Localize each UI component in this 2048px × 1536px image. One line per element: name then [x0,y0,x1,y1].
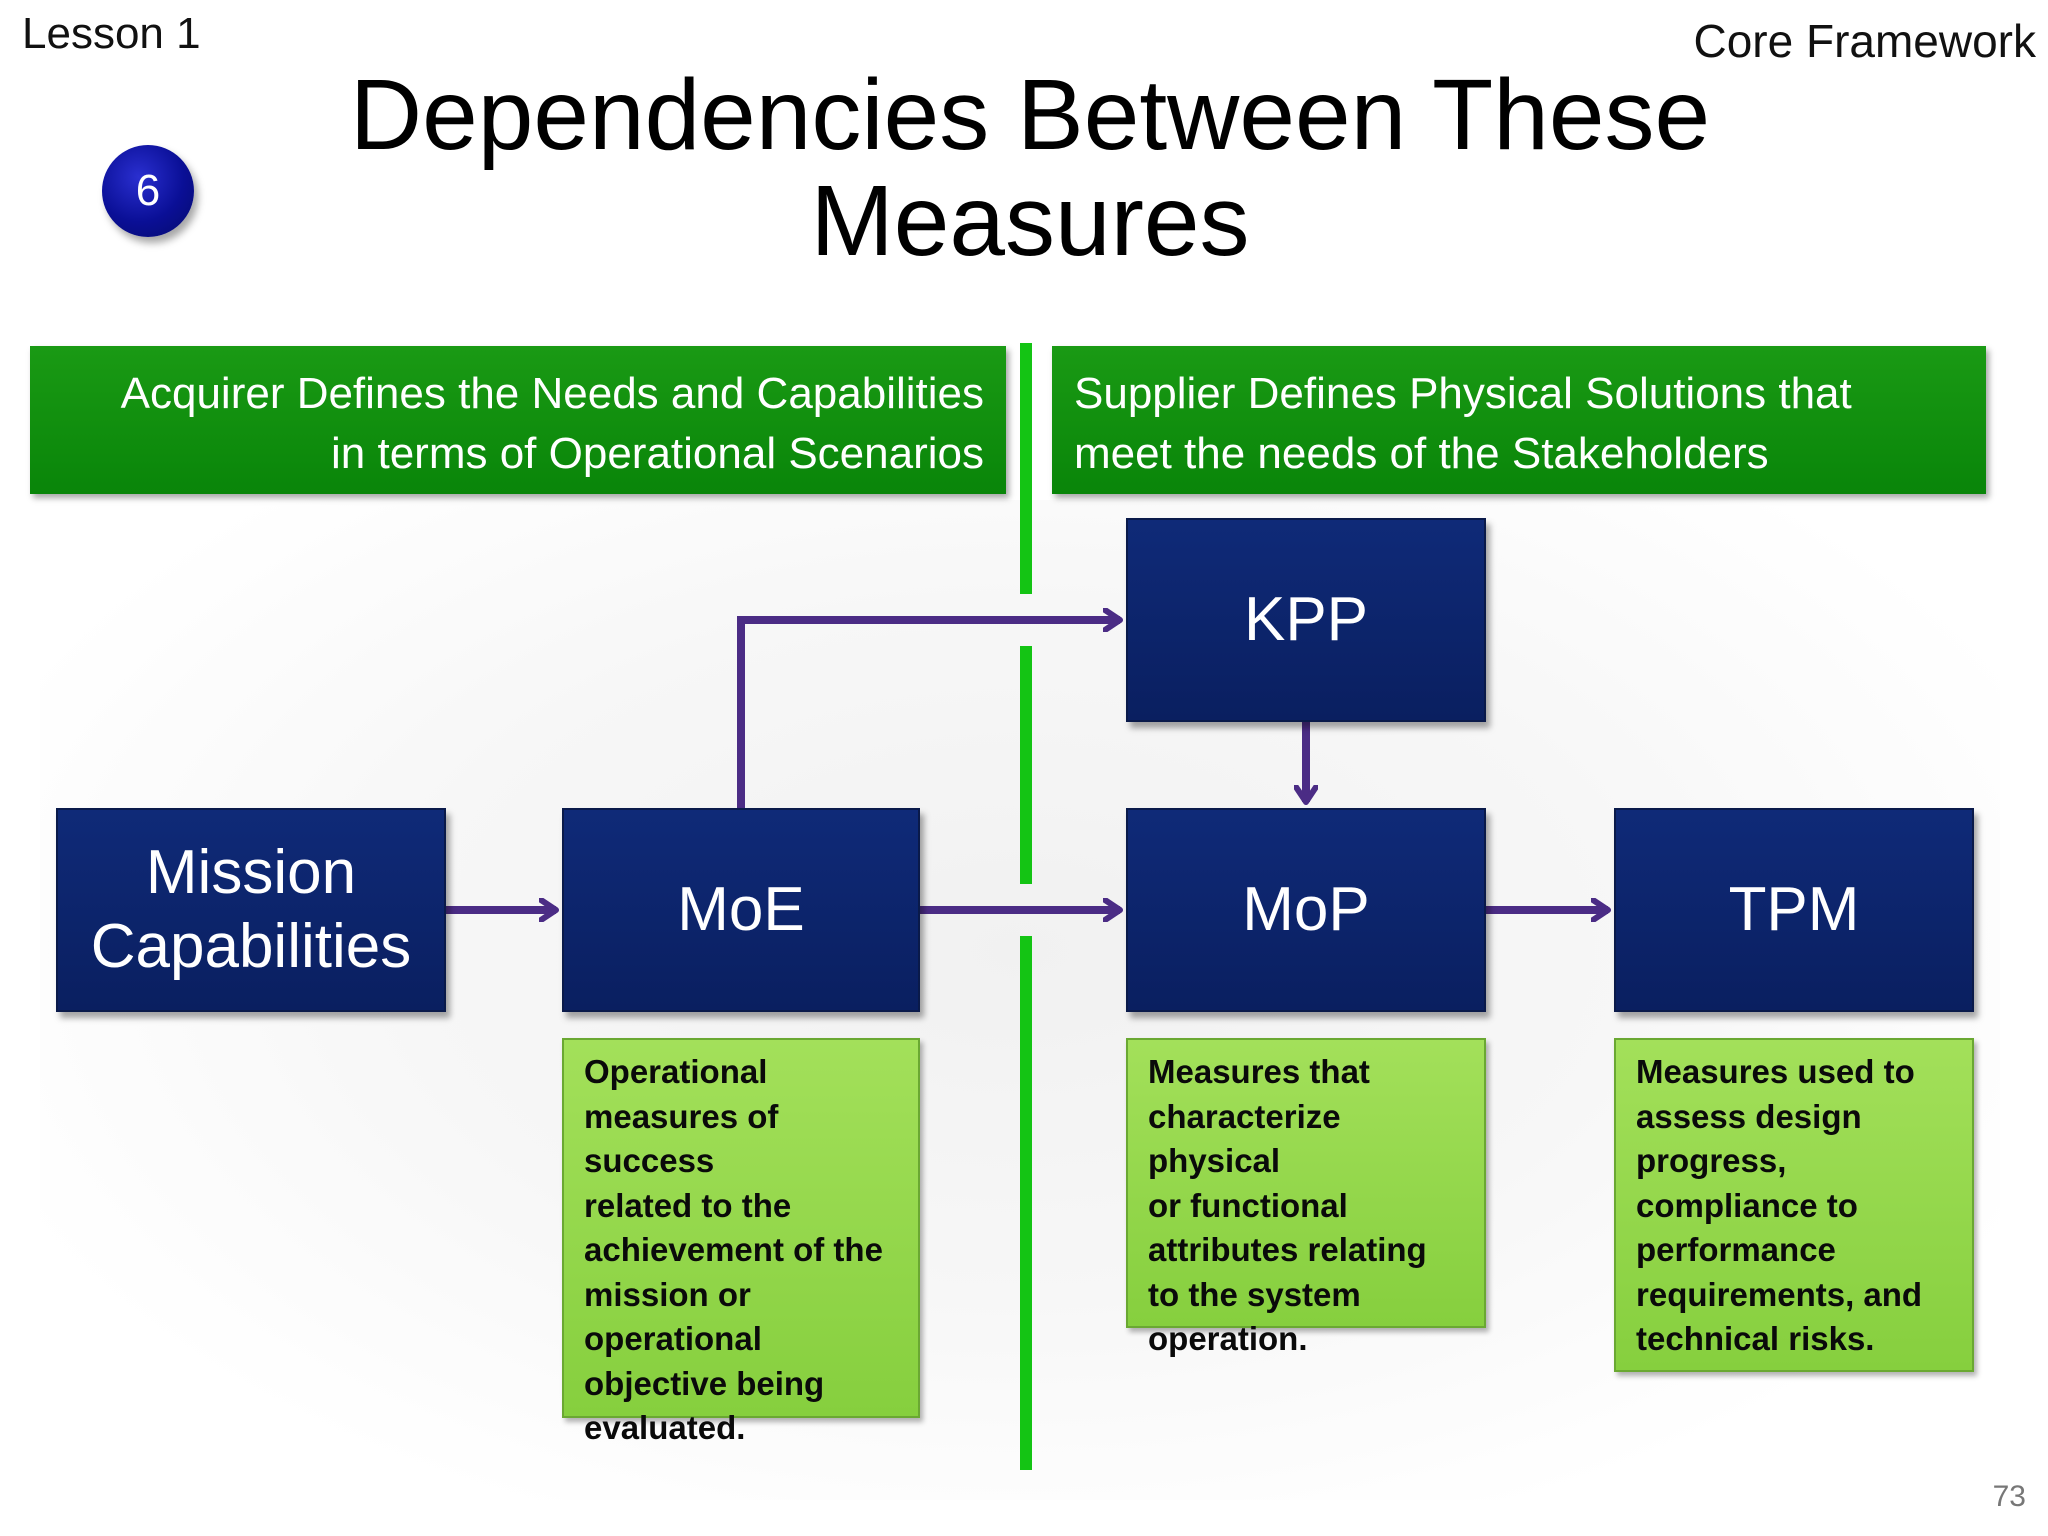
mop-description-line: operation. [1148,1320,1308,1357]
page-number: 73 [1992,1480,2026,1513]
step-badge: 6 [102,145,194,237]
moe-description-line: measures of success [584,1097,779,1180]
mop-description-line: or functional [1148,1186,1348,1224]
tpm-description-line: performance [1636,1231,1836,1268]
framework-label: Core Framework [1693,15,2036,67]
acquirer-banner-line-2: in terms of Operational Scenarios [331,429,984,478]
supplier-banner-line-1: Supplier Defines Physical Solutions that [1074,369,1852,418]
tpm-label: TPM [1728,875,1860,944]
supplier-banner-line-2: meet the needs of the Stakeholders [1074,429,1769,478]
mop-description-line: attributes relating [1148,1231,1427,1268]
kpp-box: KPP [1126,518,1486,722]
tpm-description-line: compliance to [1636,1186,1858,1224]
lesson-label: Lesson 1 [22,9,201,58]
kpp-label: KPP [1243,585,1369,654]
tpm-description-line: requirements, and [1636,1275,1923,1313]
tpm-box: TPM [1614,808,1974,1012]
moe-description-line: related to the [584,1186,792,1224]
moe-description-line: achievement of the [584,1231,883,1268]
supplier-banner: Supplier Defines Physical Solutions that… [1052,346,1986,494]
acquirer-banner: Acquirer Defines the Needs and Capabilit… [30,346,1006,494]
tpm-description-line: progress, [1636,1142,1787,1179]
moe-description: Operational measures of success related … [562,1038,920,1446]
mop-description-line: Measures that [1148,1053,1370,1090]
mission-capabilities-box: Mission Capabilities [56,808,446,1012]
arrow-moe-to-kpp [737,620,1120,808]
moe-description-line: Operational [584,1053,768,1090]
tpm-description-line: technical risks. [1636,1320,1875,1357]
step-badge-number: 6 [135,166,161,215]
moe-description-line: evaluated. [584,1409,746,1446]
mop-box: MoP [1126,808,1486,1012]
tpm-description: Measures used to assess design progress,… [1614,1038,1974,1372]
tpm-description-line: Measures used to [1636,1053,1915,1090]
mop-description-line: characterize physical [1148,1097,1341,1180]
moe-description-line: mission or [584,1275,751,1313]
acquirer-banner-line-1: Acquirer Defines the Needs and Capabilit… [120,369,984,418]
mop-description-line: to the system [1148,1275,1361,1313]
tpm-description-line: assess design [1636,1097,1862,1135]
mop-description: Measures that characterize physical or f… [1126,1038,1486,1357]
moe-box: MoE [562,808,920,1012]
mop-label: MoP [1242,875,1370,944]
mission-capabilities-line-1: Mission [145,838,357,907]
moe-description-line: operational [584,1320,762,1357]
mission-capabilities-line-2: Capabilities [90,912,412,981]
slide-title-line-2: Measures [810,165,1250,277]
moe-description-line: objective being [584,1364,825,1402]
slide-title-line-1: Dependencies Between These [349,59,1711,171]
slide-title: Dependencies Between These Measures [230,62,1830,274]
moe-label: MoE [677,875,805,944]
